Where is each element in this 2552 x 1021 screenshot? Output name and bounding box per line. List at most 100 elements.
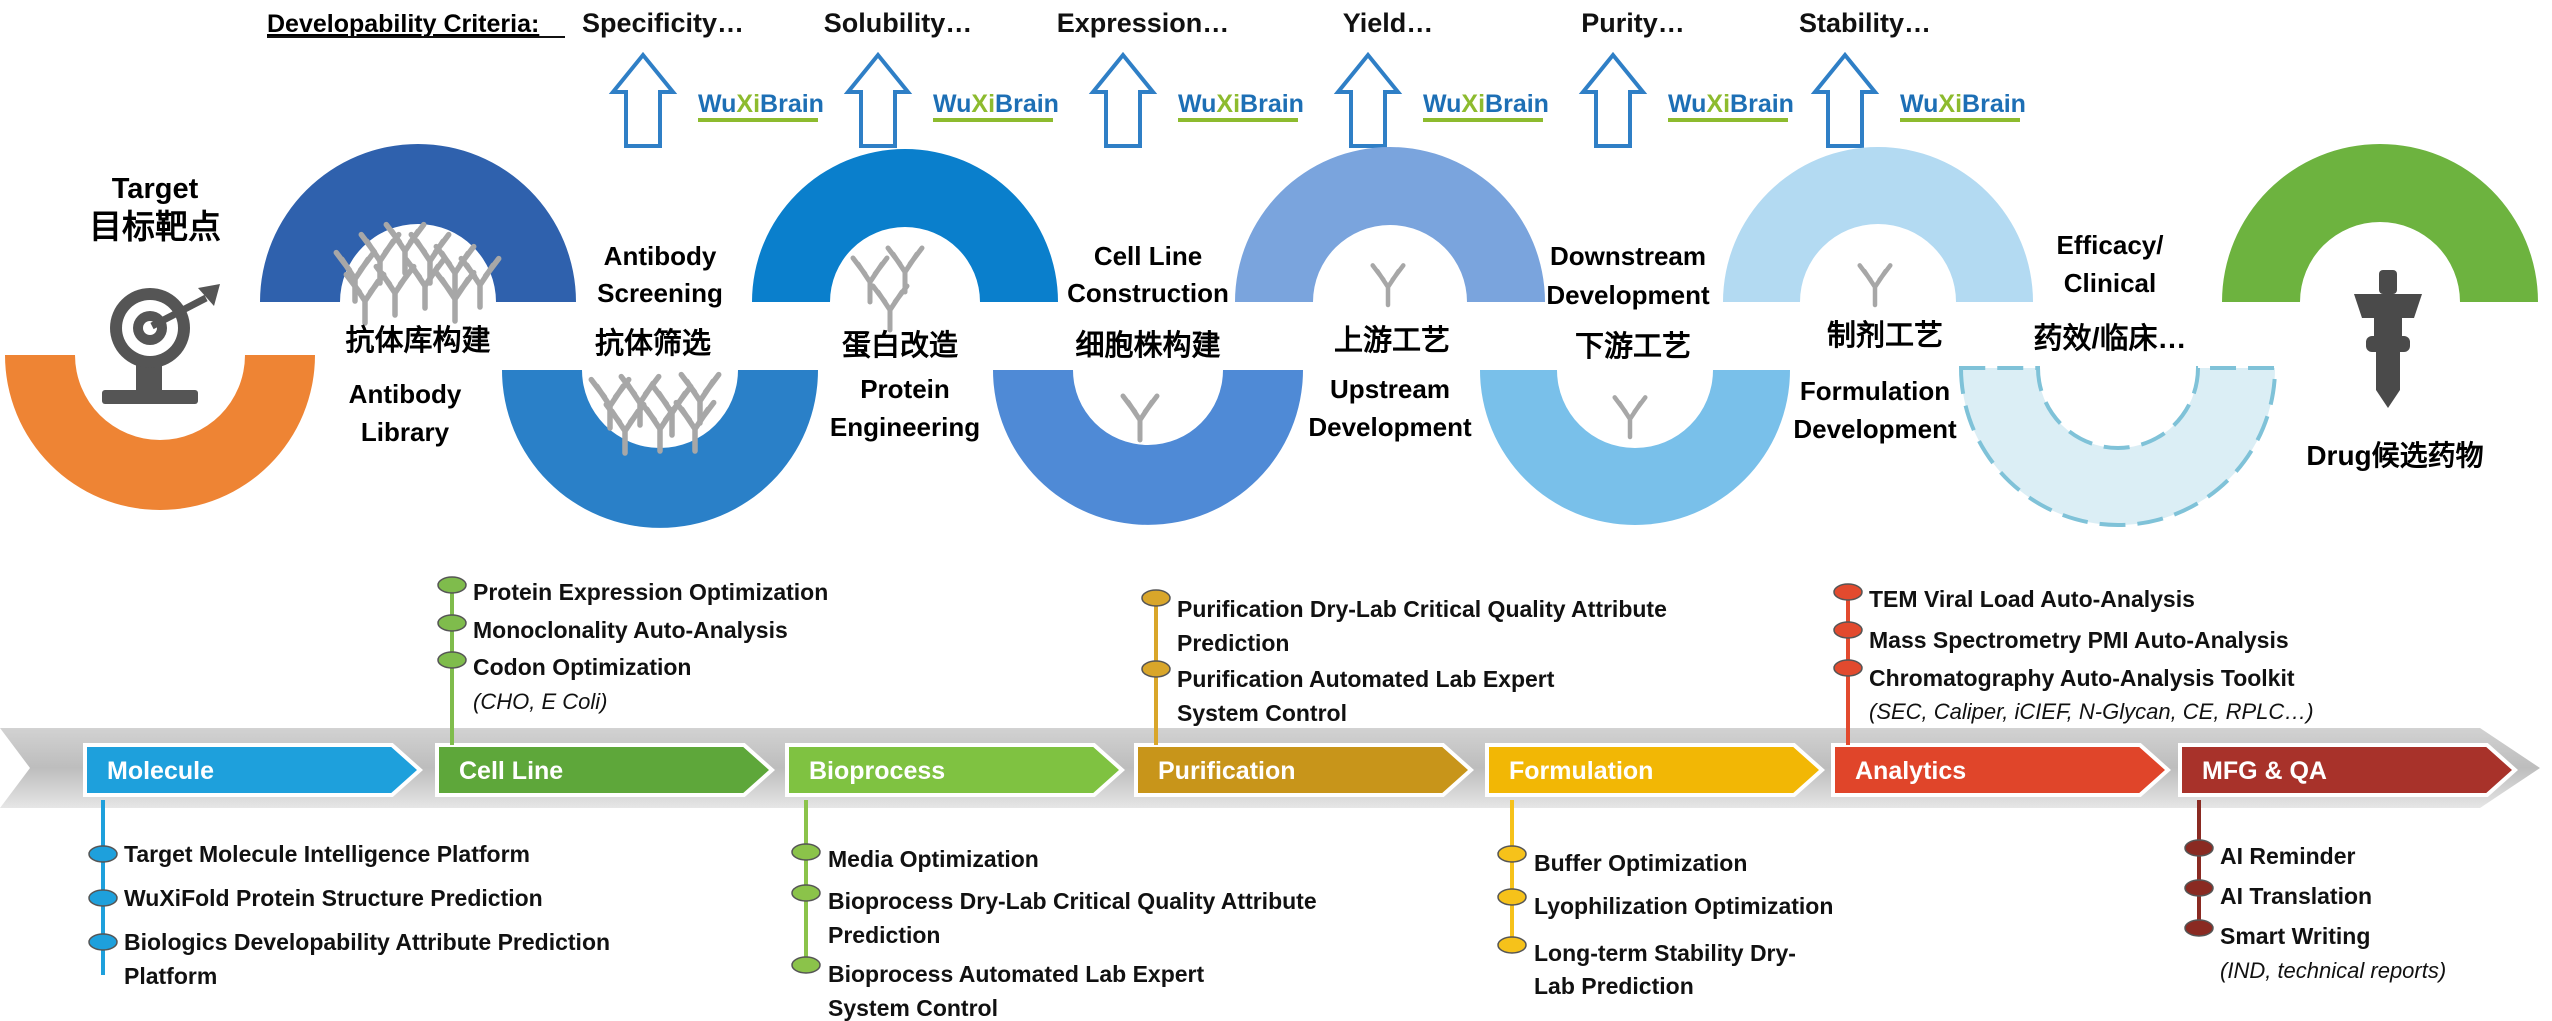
platform-item: Biologics Developability Attribute Predi… <box>124 929 610 955</box>
antibody-icon <box>638 399 682 454</box>
antibody-icon <box>403 256 447 311</box>
platform-tab-label: Cell Line <box>459 757 563 785</box>
platform-item: Prediction <box>828 922 940 948</box>
wave-cell-line <box>993 370 1303 525</box>
antibody-icon <box>1120 393 1160 443</box>
antibody-icon <box>383 221 427 276</box>
bullet-dot <box>437 651 467 669</box>
wave-drug <box>2222 144 2538 302</box>
platform-item: Target Molecule Intelligence Platform <box>124 841 530 867</box>
wuxibrain-logo: WuXiBrain <box>1178 90 1304 118</box>
wuxibrain-logo: WuXiBrain <box>698 90 824 118</box>
platform-item: Codon Optimization <box>473 654 691 680</box>
platform-tab-molecule <box>83 743 424 797</box>
platform-note: (CHO, E Coli) <box>473 689 607 714</box>
antibody-icon <box>1612 395 1648 440</box>
stage-downstream-en1: Downstream <box>1550 241 1706 271</box>
stage-formulation-en1: Formulation <box>1800 376 1950 406</box>
platform-tab-label: Analytics <box>1855 757 1966 785</box>
bullet-dot <box>1497 888 1527 906</box>
platform-item: Purification Dry-Lab Critical Quality At… <box>1177 596 1667 622</box>
criteria-item: Stability… <box>1799 8 1931 38</box>
drug-icon <box>2354 270 2422 408</box>
bullet-dot <box>1497 845 1527 863</box>
bullet-dot <box>2184 919 2214 937</box>
platform-tab-label: Bioprocess <box>809 757 945 785</box>
stage-upstream-en2: Development <box>1308 412 1472 442</box>
platform-item: WuXiFold Protein Structure Prediction <box>124 885 543 911</box>
bullet-dot <box>1833 659 1863 677</box>
wave-pipeline <box>5 144 2538 528</box>
bullet-dot <box>1833 583 1863 601</box>
criteria-item: Purity… <box>1581 8 1685 38</box>
criteria-heading: Developability Criteria: <box>267 10 539 38</box>
up-arrow-icon <box>1810 51 1880 148</box>
platform-note: (SEC, Caliper, iCIEF, N-Glycan, CE, RPLC… <box>1869 699 2314 724</box>
bullet-dot <box>791 884 821 902</box>
criteria-item: Expression… <box>1057 8 1230 38</box>
stage-clinical-en1: Efficacy/ <box>2057 230 2164 260</box>
stage-cellline-en2: Construction <box>1067 278 1229 308</box>
platform-item: Lyophilization Optimization <box>1534 893 1833 919</box>
platform-tab-cell-line <box>435 743 776 797</box>
stage-formulation-en2: Development <box>1793 414 1957 444</box>
platform-item: AI Reminder <box>2220 843 2356 869</box>
platform-item: System Control <box>1177 700 1347 726</box>
up-arrow-icon <box>608 51 678 148</box>
platform-item: Bioprocess Dry-Lab Critical Quality Attr… <box>828 888 1317 914</box>
criteria-item: Solubility… <box>824 8 973 38</box>
platform-tab-analytics <box>1831 743 2172 797</box>
platform-tab-label: Purification <box>1158 757 1296 785</box>
platform-item: Monoclonality Auto-Analysis <box>473 617 788 643</box>
stage-clinical-en2: Clinical <box>2064 268 2156 298</box>
platform-tab-purification <box>1134 743 1475 797</box>
antibody-icon <box>343 271 387 326</box>
antibody-icon <box>588 376 632 431</box>
stage-library-en2: Library <box>361 417 450 447</box>
stage-clinical-zh: 药效/临床… <box>2033 321 2186 355</box>
target-icon <box>102 284 220 404</box>
wave-target <box>5 355 315 510</box>
criteria-item: Yield… <box>1343 8 1434 38</box>
platform-item: Purification Automated Lab Expert <box>1177 666 1555 692</box>
bullet-dot <box>1141 660 1171 678</box>
stage-cellline-en1: Cell Line <box>1094 241 1202 271</box>
platform-item: Media Optimization <box>828 846 1039 872</box>
wuxibrain-logo: WuXiBrain <box>1423 90 1549 118</box>
platform-item: Chromatography Auto-Analysis Toolkit <box>1869 665 2295 691</box>
drug-label: Drug候选药物 <box>2306 440 2483 471</box>
antibody-icon <box>678 371 722 426</box>
bullet-dot <box>437 614 467 632</box>
bullet-dot <box>2184 879 2214 897</box>
stage-formulation-zh: 制剂工艺 <box>1827 319 1943 352</box>
wave-upstream <box>1235 147 1545 302</box>
target-label-en: Target <box>112 173 199 205</box>
stage-protein-en1: Protein <box>860 374 950 404</box>
antibody-icon <box>373 263 417 318</box>
criteria-item: Specificity… <box>582 8 744 38</box>
platform-item: TEM Viral Load Auto-Analysis <box>1869 586 2195 612</box>
stage-downstream-en2: Development <box>1546 280 1710 310</box>
bullet-dot <box>88 889 118 907</box>
antibody-icon <box>1370 263 1406 308</box>
platform-item: Smart Writing <box>2220 923 2370 949</box>
platform-item: Protein Expression Optimization <box>473 579 828 605</box>
platform-item: Long-term Stability Dry- <box>1534 940 1796 966</box>
wave-formulation <box>1723 147 2033 302</box>
up-arrow-icon <box>1333 51 1403 148</box>
bullet-dot <box>88 845 118 863</box>
stage-upstream-zh: 上游工艺 <box>1334 324 1450 357</box>
bullet-dot <box>791 956 821 974</box>
platform-item: Platform <box>124 963 217 989</box>
platform-item: Mass Spectrometry PMI Auto-Analysis <box>1869 627 2289 653</box>
bullet-dot <box>88 933 118 951</box>
stage-screening-zh: 抗体筛选 <box>595 326 711 360</box>
wuxibrain-logo: WuXiBrain <box>933 90 1059 118</box>
bullet-dot <box>791 843 821 861</box>
wuxibrain-logo: WuXiBrain <box>1900 90 2026 118</box>
platform-item: AI Translation <box>2220 883 2372 909</box>
bullet-dot <box>2184 839 2214 857</box>
wave-protein-engineering <box>752 149 1058 302</box>
